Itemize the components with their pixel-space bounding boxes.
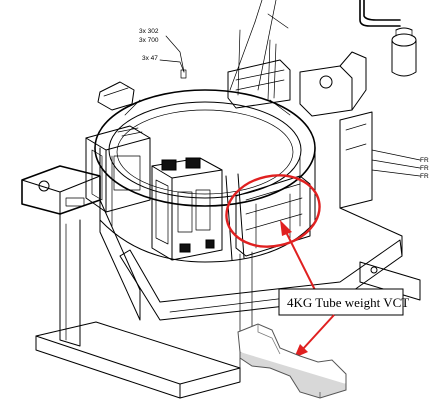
base-frame: [21, 165, 421, 399]
part-leader-lines: [159, 35, 187, 79]
side-label-2: FR: [420, 165, 429, 172]
right-plates: [339, 111, 421, 209]
part-label-47: 3x 47: [142, 55, 158, 62]
top-brackets: [97, 51, 367, 117]
callout-arrow-down: [294, 314, 335, 358]
cylinder-component: [359, 0, 417, 77]
highlight-circle: [225, 174, 321, 248]
callout-label: 4KG Tube weight VCT: [287, 295, 409, 310]
part-label-302: 3x 302: [139, 28, 159, 35]
side-label-3: FR: [420, 173, 429, 180]
callout-box: [278, 288, 404, 316]
side-label-1: FR: [420, 157, 429, 164]
electronics-box: [85, 125, 151, 213]
central-unit: [151, 157, 223, 261]
tube-weight-part: [237, 323, 347, 399]
part-label-700: 3x 700: [139, 37, 159, 44]
